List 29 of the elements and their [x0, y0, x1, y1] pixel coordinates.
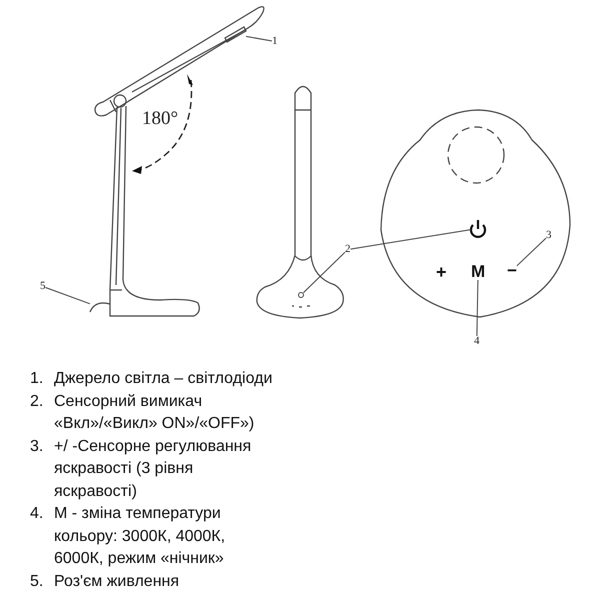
minus-sign: − — [507, 261, 517, 280]
callout-number: 1 — [272, 35, 278, 47]
angle-label: 180° — [142, 108, 178, 130]
leader-line — [246, 36, 272, 42]
list-item-text: Сенсорний вимикач «Вкл»/«Викл» ON»/«OFF») — [54, 392, 256, 434]
list-number: 1. — [30, 369, 44, 389]
leader-line — [350, 229, 472, 250]
list-number: 5. — [30, 572, 44, 592]
list-number: 3. — [30, 436, 44, 456]
power-icon — [470, 218, 486, 238]
plus-sign: + — [436, 262, 447, 283]
list-item-text: Джерело світла – світлодіоди — [54, 369, 274, 389]
list-item-text: +/ -Сенсорне регулювання яскравості (3 рівня яскравості) — [54, 436, 252, 502]
leader-line — [516, 238, 546, 266]
list-number: 4. — [30, 504, 44, 524]
callout-number: 5 — [40, 280, 46, 292]
led-strip — [224, 26, 247, 43]
mode-button-label: M — [471, 262, 486, 281]
callout-number: 2 — [345, 243, 350, 255]
list-item-text: Роз'єм живлення — [54, 572, 180, 592]
list-number: 2. — [30, 392, 44, 412]
callout-number: 4 — [474, 335, 480, 347]
leader-line — [303, 252, 346, 294]
callout-number: 3 — [546, 229, 552, 241]
touch-switch-dot — [298, 292, 304, 298]
leader-line — [45, 287, 90, 304]
power-cable — [89, 302, 110, 312]
list-item-text: М - зміна температури кольору: 3000К, 4000К, 6000К, режим «нічник» — [54, 504, 226, 569]
leader-line — [476, 280, 478, 336]
